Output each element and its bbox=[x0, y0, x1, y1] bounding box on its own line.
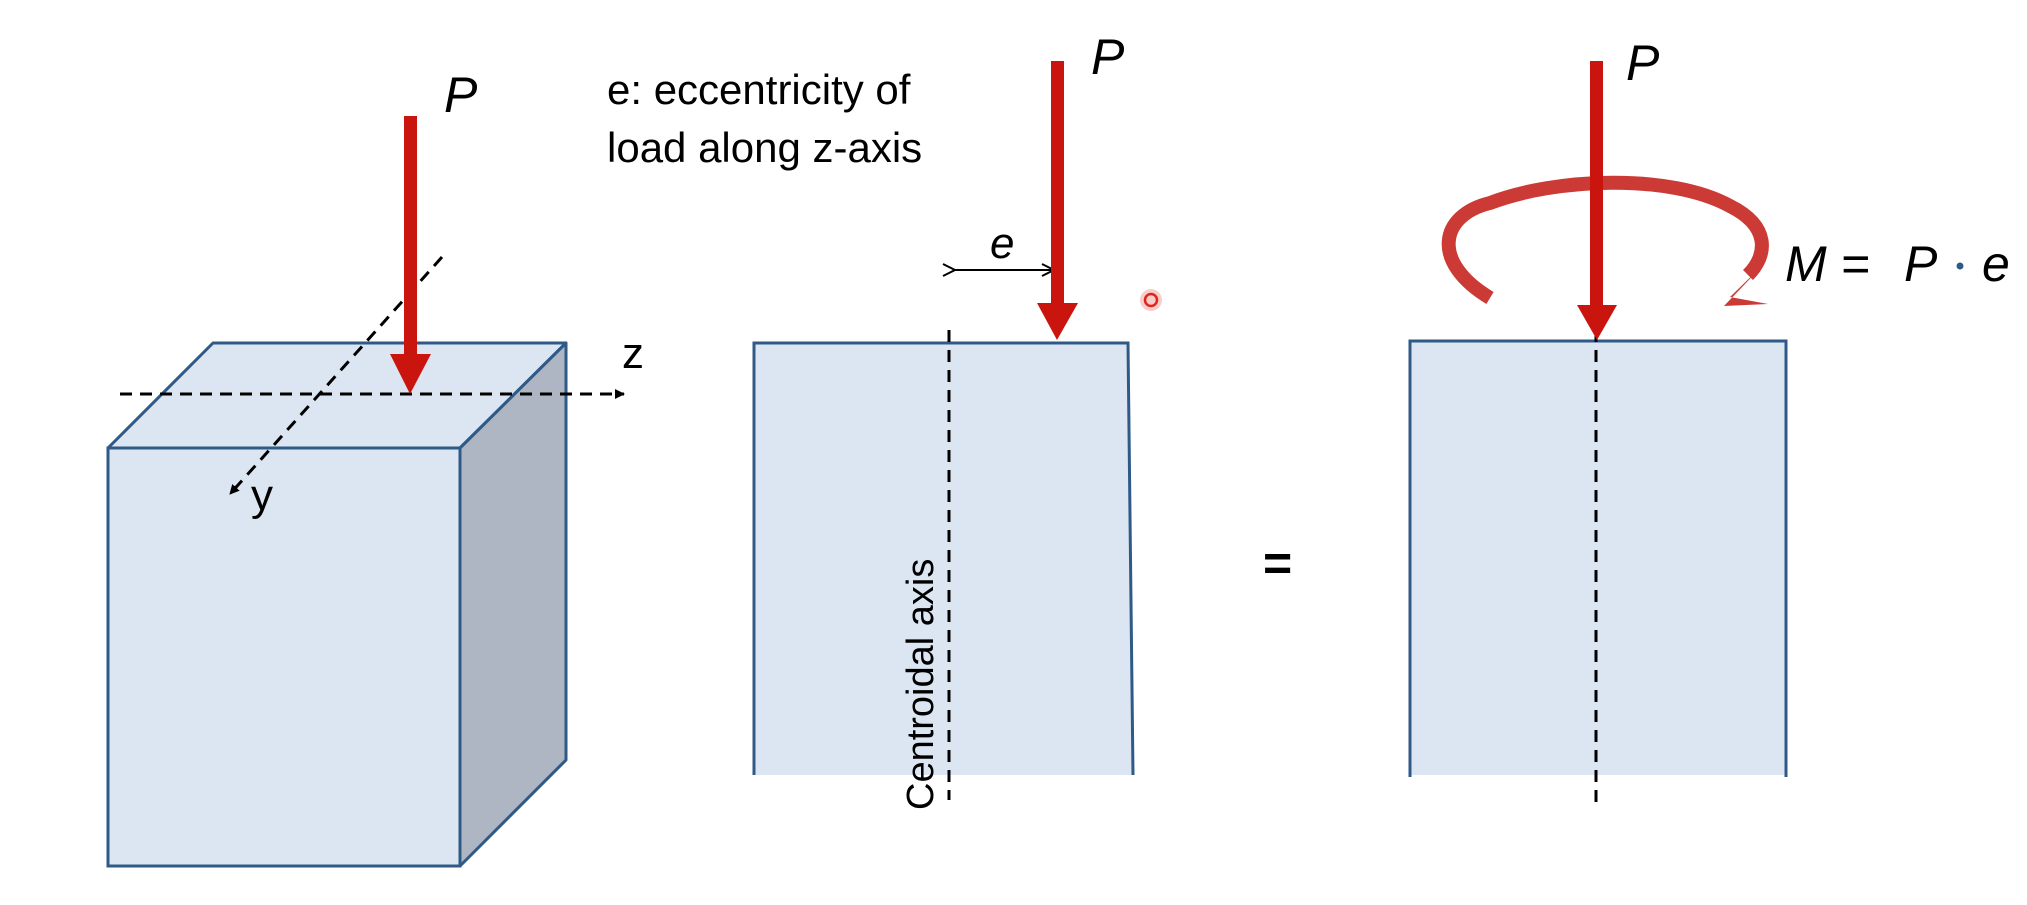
load-label: P bbox=[444, 67, 478, 123]
eccentric-load-arrow-head bbox=[1037, 303, 1078, 340]
note-line-1: e: eccentricity of bbox=[607, 66, 911, 113]
eccentric-section-body bbox=[754, 343, 1133, 775]
moment-arrow-arc bbox=[1441, 175, 1769, 305]
load-arrow-head bbox=[390, 354, 431, 394]
eccentricity-note: e: eccentricity of load along z-axis bbox=[607, 66, 922, 171]
moment-label-e: e bbox=[1982, 236, 2010, 292]
moment-arrow-head bbox=[1724, 262, 1768, 306]
eccentric-section-outline bbox=[752, 341, 1135, 776]
moment-label-lhs: M = bbox=[1785, 236, 1870, 292]
y-axis-label: y bbox=[251, 471, 273, 520]
centroidal-axis-label: Centroidal axis bbox=[900, 559, 942, 810]
equivalent-load-label: P bbox=[1626, 35, 1660, 91]
section-equivalent: P M = P e bbox=[1408, 35, 2010, 803]
equals-sign: = bbox=[1263, 535, 1292, 591]
eccentric-load-label: P bbox=[1091, 29, 1125, 85]
section-eccentric: Centroidal axis e P bbox=[752, 29, 1162, 810]
equivalent-section-outline bbox=[1408, 339, 1788, 777]
load-arrow-shaft bbox=[404, 116, 417, 356]
eccentricity-label: e bbox=[990, 219, 1014, 268]
equivalent-load-arrow-shaft bbox=[1590, 61, 1603, 307]
equivalent-load-arrow-head bbox=[1577, 305, 1617, 340]
pointer-dot bbox=[1140, 289, 1162, 311]
block-front-face bbox=[106, 446, 462, 868]
z-axis-label: z bbox=[622, 329, 644, 378]
moment-label-p: P bbox=[1904, 236, 1938, 292]
y-axis-line bbox=[228, 255, 444, 496]
multiplication-dot bbox=[1956, 262, 1964, 270]
equivalent-section-body bbox=[1410, 341, 1786, 775]
block-3d: z y P bbox=[106, 67, 644, 868]
note-line-2: load along z-axis bbox=[607, 124, 922, 171]
eccentric-load-arrow-shaft bbox=[1051, 61, 1064, 305]
